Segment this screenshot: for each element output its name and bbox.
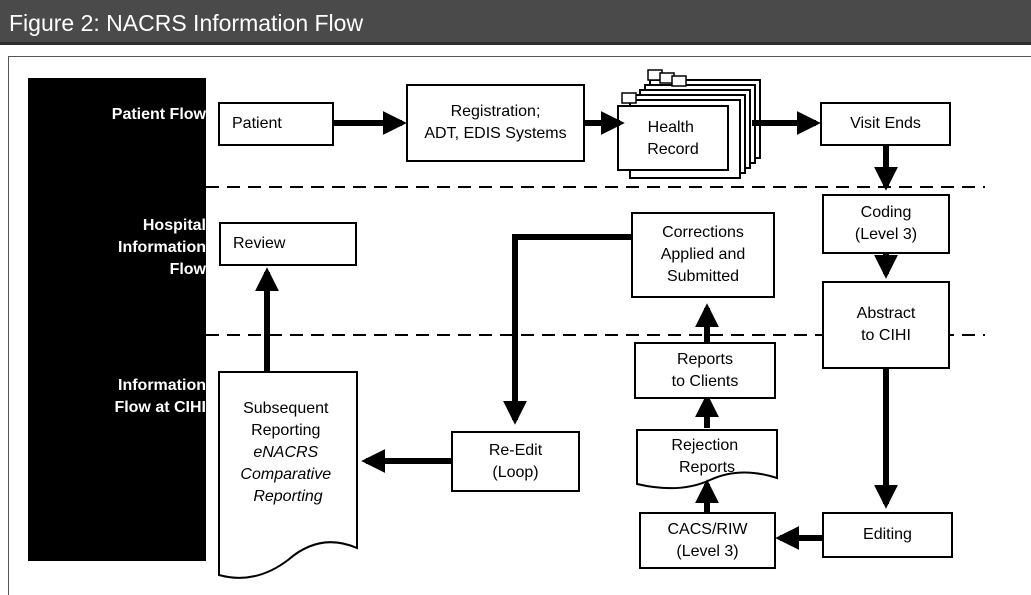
node-re-edit: Re-Edit (Loop)	[451, 431, 580, 492]
node-registration: Registration; ADT, EDIS Systems	[406, 84, 585, 162]
health-record-stack	[617, 69, 761, 179]
lane-label-hospital-flow: Hospital Information Flow	[118, 217, 206, 278]
node-coding: Coding (Level 3)	[822, 194, 950, 254]
health-record-label: Health Record	[647, 119, 699, 158]
rejection-reports-label: Rejection Reports	[671, 437, 742, 476]
node-patient: Patient	[218, 102, 334, 146]
node-editing: Editing	[822, 512, 953, 558]
node-cacs-riw: CACS/RIW (Level 3)	[639, 512, 776, 569]
swimlane-label-band: Patient Flow Hospital Information Flow I…	[28, 78, 206, 561]
arrow-corrections-to-re-edit	[503, 234, 631, 425]
node-visit-ends: Visit Ends	[820, 102, 951, 146]
subsequent-reporting-document	[218, 371, 358, 579]
node-review: Review	[219, 222, 357, 266]
node-corrections: Corrections Applied and Submitted	[631, 212, 775, 298]
figure-title: Figure 2: NACRS Information Flow	[9, 10, 364, 36]
node-abstract: Abstract to CIHI	[822, 281, 950, 369]
node-reports-to-clients: Reports to Clients	[634, 342, 776, 399]
subsequent-reporting-label: Subsequent Reporting eNACRS Comparative …	[240, 400, 335, 505]
lane-label-patient-flow: Patient Flow	[111, 106, 206, 123]
diagram-frame	[8, 56, 1031, 595]
lane-label-cihi-flow: Information Flow at CIHI	[114, 377, 206, 416]
figure-title-bar: Figure 2: NACRS Information Flow	[0, 0, 1031, 45]
